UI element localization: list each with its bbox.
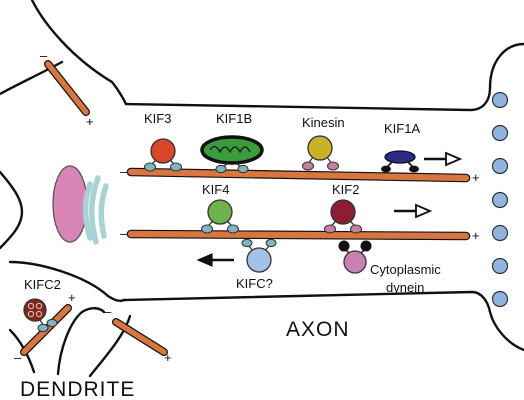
polarity-minus-dendrite-top: – — [40, 48, 48, 63]
polarity-plus-dendrite-right: + — [164, 350, 172, 365]
dendrite-upper-left-outline — [0, 60, 64, 96]
axon-upper-membrane — [124, 42, 524, 112]
kif1a-label: KIF1A — [384, 121, 420, 136]
kifc2-motor — [23, 298, 58, 333]
kif2-label: KIF2 — [332, 182, 359, 197]
polarity-plus-axon-upper: + — [472, 170, 480, 185]
polarity-plus-dendrite-top: + — [86, 114, 94, 129]
endoplasmic-reticulum — [82, 175, 109, 245]
polarity-minus-axon-lower: – — [120, 226, 128, 241]
polarity-minus-dendrite-right: – — [104, 304, 112, 319]
microtubule-dendrite-right — [112, 318, 168, 356]
microtubule-dendrite-top — [44, 60, 90, 116]
microtubule-axon-lower — [126, 229, 471, 241]
synaptic-vesicle — [491, 191, 509, 209]
arrow-right-icon — [394, 203, 433, 219]
kifc-motor — [241, 238, 277, 273]
kif2-motor — [324, 199, 362, 234]
axon-label: AXON — [286, 318, 350, 341]
microtubule-axon-upper — [126, 167, 471, 183]
cytoplasmic-dynein-label-line2: dynein — [386, 280, 424, 295]
kif4-label: KIF4 — [202, 182, 229, 197]
kif3-motor — [144, 138, 182, 172]
synaptic-vesicles — [491, 91, 509, 308]
polarity-minus-dendrite-left: – — [14, 350, 22, 365]
synaptic-vesicle — [491, 157, 509, 175]
kifc-label: KIFC? — [236, 276, 273, 291]
kifc2-label: KIFC2 — [24, 277, 61, 292]
arrow-left-icon — [196, 253, 234, 267]
kif1b-motor — [200, 135, 264, 174]
kif3-label: KIF3 — [144, 111, 171, 126]
axon-lower-membrane — [122, 290, 524, 352]
polarity-minus-axon-upper: – — [120, 164, 128, 179]
synaptic-vesicle — [491, 257, 509, 275]
dendrite-label: DENDRITE — [20, 378, 135, 400]
kif1b-label: KIF1B — [216, 111, 252, 126]
kinesin-label: Kinesin — [302, 115, 345, 130]
synaptic-vesicle — [491, 224, 509, 242]
cytoplasmic-dynein-label-line1: Cytoplasmic — [370, 262, 441, 277]
cell-body-lower-outline — [8, 260, 126, 302]
polarity-plus-dendrite-left: + — [68, 290, 76, 305]
golgi-body — [52, 165, 88, 243]
dendrite-middle-outline — [56, 307, 106, 376]
cell-body-left-notch-outline — [0, 170, 24, 250]
synaptic-vesicle — [491, 290, 509, 308]
synaptic-vesicle — [491, 124, 509, 142]
kif1a-motor — [381, 150, 419, 173]
cell-membrane — [0, 0, 524, 378]
cell-body-upper-outline — [30, 0, 128, 106]
kif4-motor — [201, 199, 239, 234]
kinesin-motor — [302, 135, 339, 171]
dendrite-lower-right-outline — [88, 314, 132, 378]
arrow-right-icon — [424, 151, 463, 167]
polarity-plus-axon-lower: + — [472, 228, 480, 243]
cytoplasmic-dynein-motor — [338, 240, 372, 274]
synaptic-vesicle — [491, 91, 509, 109]
